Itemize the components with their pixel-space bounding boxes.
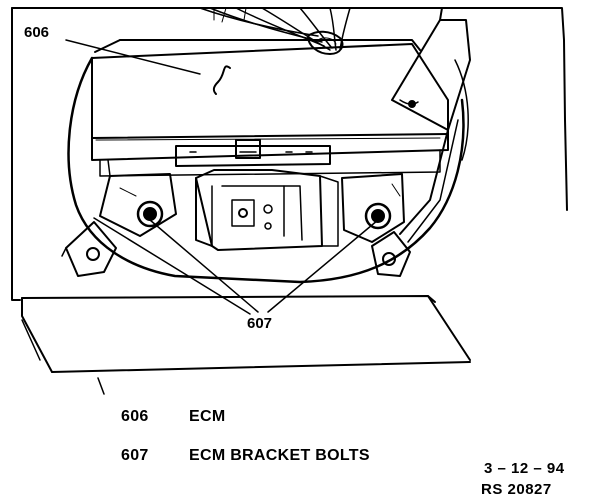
callout-606: 606 <box>24 24 50 41</box>
reference-number: RS 20827 <box>481 481 552 498</box>
left-mount-ear <box>61 221 117 277</box>
legend-label: ECM BRACKET BOLTS <box>189 447 370 464</box>
lower-ledge <box>21 295 471 395</box>
right-bracket-tab <box>341 173 405 243</box>
ecm-bracket <box>195 169 339 251</box>
ecm-pointer-squiggle <box>212 65 231 95</box>
legend-label: ECM <box>189 408 226 425</box>
outer-panel <box>11 7 568 301</box>
center-connector <box>175 139 331 167</box>
date-stamp: 3 – 12 – 94 <box>484 460 565 477</box>
left-bracket-tab <box>99 159 177 237</box>
right-mount <box>391 7 471 243</box>
leader-607-right <box>267 219 379 313</box>
leader-lines <box>65 39 379 315</box>
right-mount-ear <box>371 231 411 277</box>
leader-607-left-2 <box>149 219 259 313</box>
legend-row-607: 607 ECM BRACKET BOLTS <box>121 447 370 465</box>
callout-607: 607 <box>247 315 273 332</box>
legend-number: 606 <box>121 408 149 425</box>
wire-harness <box>199 7 351 55</box>
legend-row-606: 606 ECM <box>121 408 225 426</box>
leader-606 <box>65 39 201 75</box>
legend-number: 607 <box>121 447 149 464</box>
ecm-module <box>91 43 449 177</box>
leader-607-left <box>93 217 251 315</box>
